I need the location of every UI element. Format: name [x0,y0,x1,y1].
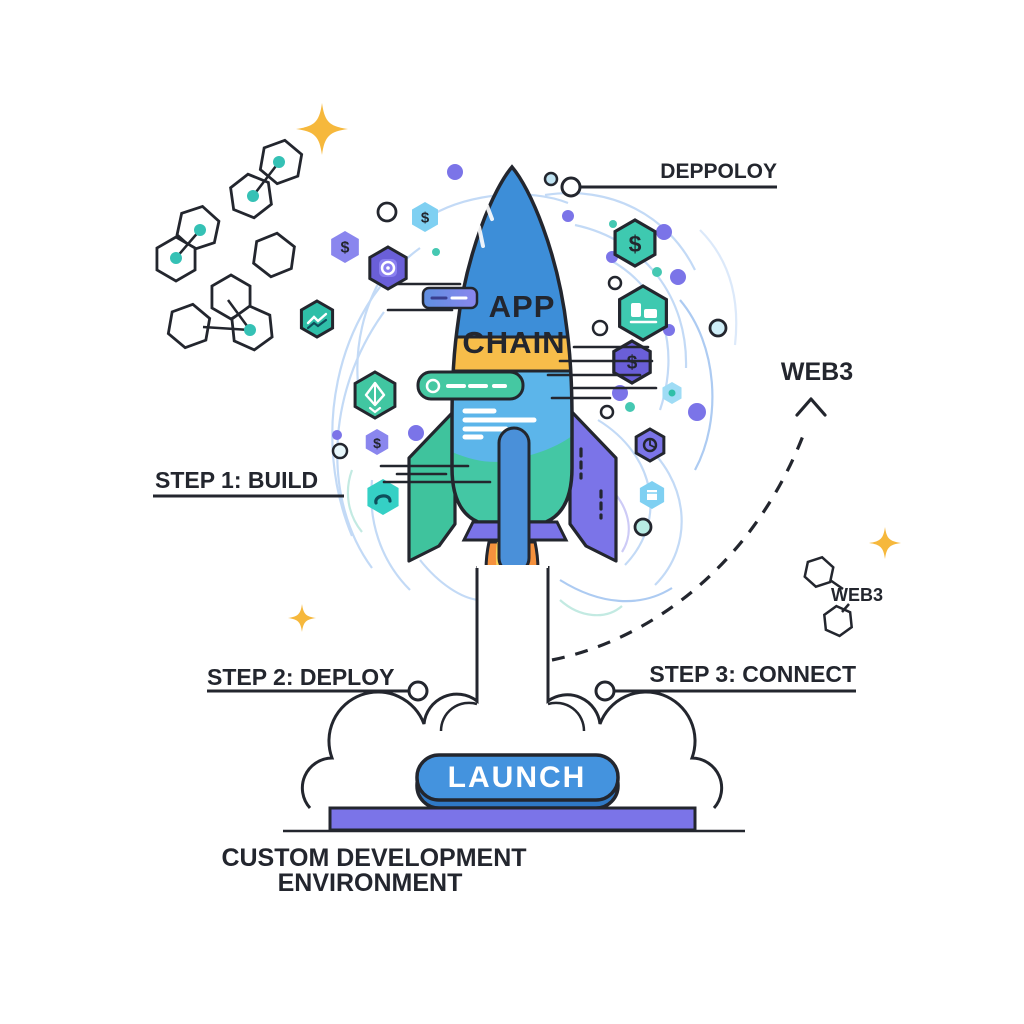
svg-text:$: $ [373,435,381,451]
rocket-fins [407,408,618,563]
svg-text:STEP 3: CONNECT: STEP 3: CONNECT [649,661,856,687]
right-fin [568,408,618,563]
svg-text:DEPPOLOY: DEPPOLOY [660,160,777,183]
code-lines [462,408,537,440]
web3-small-label: WEB3 [831,585,883,605]
molecule-hexagons [157,137,304,352]
svg-text:$: $ [341,240,350,257]
rocket-pillar [497,426,531,575]
speed-lines [379,282,658,484]
dollar-hex-icon: $ [331,231,359,263]
web3-label: WEB3 [781,358,853,386]
fin-dashes [579,447,603,520]
launch-button-label: LAUNCH [448,761,587,794]
network-dots [331,164,728,537]
caption-line1: CUSTOM DEVELOPMENT [221,844,526,872]
dollar-hex-icon: $ [615,220,655,266]
caption-line2: ENVIRONMENT [278,869,463,897]
leaf-hex-icon [355,372,395,418]
svg-text:$: $ [627,353,638,374]
dashed-arrow [551,397,827,662]
left-fin [407,408,457,563]
cube-hex-icon [639,481,665,509]
callout-step3: STEP 3: CONNECT [594,661,856,702]
purple-chip-badge [421,286,479,310]
callout-step1: STEP 1: BUILD [153,467,344,498]
trend-arrow-hex-icon [301,301,332,337]
nose-highlight [477,204,494,248]
rocket-label-line1: APP [489,289,556,324]
dollar-hex-icon: $ [614,341,650,383]
web3-small-group: WEB3 [803,555,883,638]
callout-step2: STEP 2: DEPLOY [207,664,429,702]
svg-text:$: $ [421,210,430,227]
dollar-hex-icon: $ [412,202,438,232]
hex-badges: $ $ $ [301,202,681,515]
clock-hex-icon [636,429,664,461]
rocket-label-line2: CHAIN [462,325,565,360]
launch-platform [328,806,697,832]
dollar-hex-icon: $ [365,429,389,455]
svg-text:$: $ [629,231,642,257]
launch-cloud [300,565,724,809]
dot-hex-icon [662,382,682,404]
rocket-band [452,337,572,371]
gem-hex-icon [370,247,406,289]
teal-terminal-badge [416,370,525,401]
blocks-hex-icon [620,286,667,340]
svg-text:STEP 1: BUILD: STEP 1: BUILD [155,467,318,493]
caption: CUSTOM DEVELOPMENT ENVIRONMENT [221,844,526,897]
callout-deploy: DEPPOLOY [560,160,777,198]
svg-text:STEP 2: DEPLOY: STEP 2: DEPLOY [207,664,394,690]
launch-button[interactable]: LAUNCH [415,753,620,810]
phone-hex-icon [367,479,399,515]
